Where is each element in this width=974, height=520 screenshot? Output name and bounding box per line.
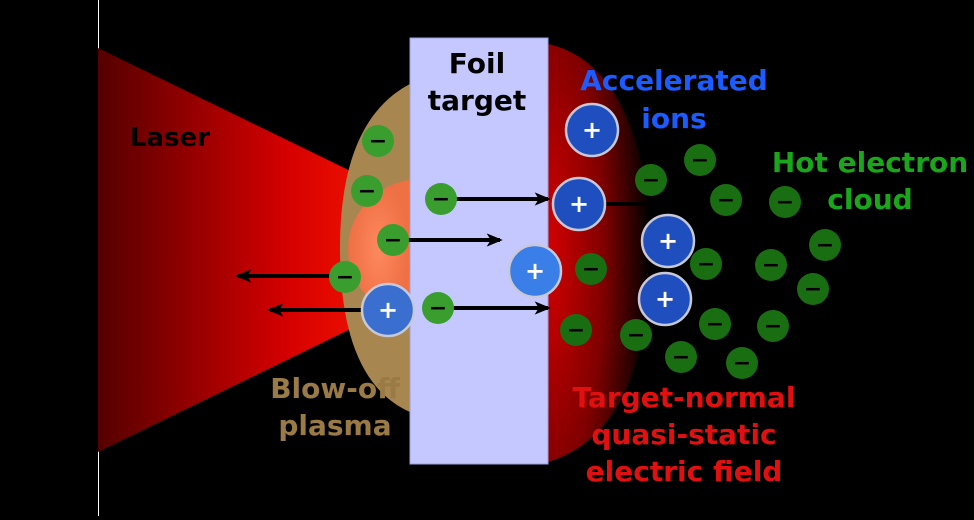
electron-symbol: −: [776, 190, 794, 215]
label-foil-line1: Foil: [449, 47, 505, 80]
ion: +: [564, 102, 620, 158]
electron-symbol: −: [358, 179, 376, 204]
electron: −: [757, 310, 789, 342]
electron: −: [362, 125, 394, 157]
electron: −: [710, 184, 742, 216]
electron-symbol: −: [733, 351, 751, 376]
electron: −: [797, 273, 829, 305]
electron-symbol: −: [816, 233, 834, 258]
electron-symbol: −: [672, 345, 690, 370]
electron-symbol: −: [429, 296, 447, 321]
electron-symbol: −: [582, 257, 600, 282]
electron-symbol: −: [764, 314, 782, 339]
electron: −: [690, 248, 722, 280]
label-field-line1: Target-normal: [573, 381, 796, 414]
label-blowoff-line2: plasma: [278, 409, 391, 442]
electron-symbol: −: [706, 312, 724, 337]
electron-symbol: −: [432, 187, 450, 212]
ion-symbol: +: [582, 116, 602, 144]
electron: −: [635, 164, 667, 196]
electron-symbol: −: [567, 318, 585, 343]
label-accelerated-line1: Accelerated: [580, 64, 768, 97]
ion-symbol: +: [569, 190, 589, 218]
electron: −: [560, 314, 592, 346]
electron: −: [422, 292, 454, 324]
laser-beam: [98, 48, 410, 452]
label-blowoff-line1: Blow-off: [270, 372, 400, 405]
laser-interaction-zone: [348, 180, 410, 318]
electron-symbol: −: [717, 188, 735, 213]
electron-symbol: −: [642, 168, 660, 193]
electron: −: [769, 186, 801, 218]
electron-symbol: −: [697, 252, 715, 277]
label-hot-electron-line2: cloud: [827, 183, 912, 216]
label-foil-line2: target: [428, 84, 527, 117]
electron: −: [726, 347, 758, 379]
label-field-line3: electric field: [586, 455, 783, 488]
electron-symbol: −: [804, 277, 822, 302]
electron: −: [575, 253, 607, 285]
electron: −: [699, 308, 731, 340]
electron-group: −−−−−−−−−−−−−−−−−−−−−: [329, 125, 841, 379]
ion: +: [551, 176, 607, 232]
electron: −: [425, 183, 457, 215]
ion-symbol: +: [655, 285, 675, 313]
electron-symbol: −: [627, 323, 645, 348]
ion-symbol: +: [525, 257, 545, 285]
electron: −: [377, 224, 409, 256]
ion: +: [507, 243, 563, 299]
electron: −: [755, 249, 787, 281]
arrows: [235, 192, 645, 317]
electron: −: [665, 341, 697, 373]
electron-symbol: −: [762, 253, 780, 278]
label-field-line2: quasi-static: [591, 418, 776, 451]
electron-symbol: −: [384, 228, 402, 253]
label-laser: Laser: [130, 123, 210, 153]
label-accelerated-line2: ions: [641, 102, 706, 135]
label-hot-electron-line1: Hot electron: [772, 146, 968, 179]
electron: −: [620, 319, 652, 351]
electron: −: [329, 261, 361, 293]
electron: −: [351, 175, 383, 207]
electron: −: [809, 229, 841, 261]
ion-symbol: +: [378, 296, 398, 324]
ion: +: [640, 213, 696, 269]
ion-group: + + + + + +: [360, 102, 696, 338]
electron-symbol: −: [369, 129, 387, 154]
electron-symbol: −: [336, 265, 354, 290]
electron: −: [684, 144, 716, 176]
ion: +: [637, 271, 693, 327]
ion: +: [360, 282, 416, 338]
ion-symbol: +: [658, 227, 678, 255]
electron-symbol: −: [691, 148, 709, 173]
